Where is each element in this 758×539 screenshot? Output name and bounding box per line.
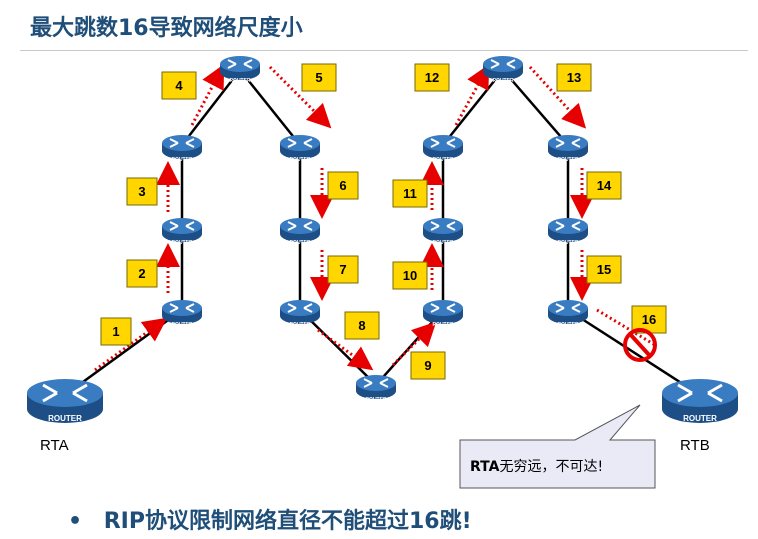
svg-text:ROUTER: ROUTER	[557, 157, 579, 163]
callout-bubble	[459, 404, 656, 489]
hop-box: 4	[161, 71, 197, 100]
svg-text:ROUTER: ROUTER	[492, 78, 514, 84]
router-icon: ROUTER	[161, 299, 203, 328]
svg-text:9: 9	[424, 358, 431, 373]
hop-box: 9	[410, 351, 446, 380]
network-links	[64, 67, 701, 397]
hop-box: 14	[586, 171, 622, 200]
svg-text:ROUTER: ROUTER	[289, 322, 311, 328]
hop-box: 8	[344, 311, 380, 340]
svg-text:ROUTER: ROUTER	[171, 322, 193, 328]
hop-boxes: 1 2 3 4 5 6 7 8 9 10 11 12 13 14 15 16	[100, 63, 667, 380]
router-icon: ROUTER	[422, 134, 464, 163]
svg-text:13: 13	[567, 70, 581, 85]
rtb-label: RTB	[680, 437, 710, 454]
hop-box: 6	[327, 171, 359, 200]
router-icon: ROUTER	[482, 55, 524, 84]
svg-text:ROUTER: ROUTER	[171, 157, 193, 163]
rtb-router-icon: ROUTER	[660, 377, 740, 425]
callout-text: RTA无穷远，不可达!	[470, 459, 604, 475]
svg-text:ROUTER: ROUTER	[432, 322, 454, 328]
router-icon: ROUTER	[161, 134, 203, 163]
hop-box: 5	[301, 63, 337, 92]
bullet-text: RIP协议限制网络直径不能超过16跳!	[103, 509, 472, 534]
svg-text:6: 6	[339, 178, 346, 193]
page-title: 最大跳数16导致网络尺度小	[30, 16, 303, 41]
hop-box: 15	[586, 255, 622, 284]
hop-box: 13	[556, 63, 592, 92]
svg-text:10: 10	[403, 268, 417, 283]
svg-text:3: 3	[138, 184, 145, 199]
svg-text:ROUTER: ROUTER	[289, 157, 311, 163]
router-icon: ROUTER	[355, 374, 397, 403]
bullet-point: • RIP协议限制网络直径不能超过16跳!	[68, 503, 472, 535]
router-icon: ROUTER	[219, 55, 261, 84]
hop-box: 11	[392, 179, 428, 208]
svg-text:14: 14	[597, 178, 612, 193]
svg-text:7: 7	[339, 262, 346, 277]
svg-text:12: 12	[425, 70, 439, 85]
svg-text:15: 15	[597, 262, 611, 277]
router-icon: ROUTER	[547, 134, 589, 163]
rta-label: RTA	[40, 437, 69, 454]
title-divider	[20, 50, 748, 51]
hop-box: 1	[100, 317, 132, 346]
svg-text:ROUTER: ROUTER	[229, 78, 251, 84]
svg-text:2: 2	[138, 266, 145, 281]
router-icon: ROUTER	[547, 299, 589, 328]
router-icon: ROUTER	[279, 217, 321, 246]
bullet-mark: •	[68, 509, 83, 534]
svg-text:1: 1	[112, 324, 119, 339]
svg-text:16: 16	[642, 312, 656, 327]
router-icon: ROUTER	[279, 299, 321, 328]
routers: ROUTER ROUTER ROUTER ROUTER ROUTER ROUTE…	[25, 55, 740, 425]
hop-box: 2	[126, 259, 158, 288]
svg-text:5: 5	[315, 70, 322, 85]
svg-text:ROUTER: ROUTER	[432, 240, 454, 246]
hop-box: 12	[414, 63, 450, 92]
router-icon: ROUTER	[422, 217, 464, 246]
svg-text:ROUTER: ROUTER	[683, 414, 717, 423]
svg-text:ROUTER: ROUTER	[171, 240, 193, 246]
svg-text:4: 4	[175, 78, 183, 93]
svg-text:ROUTER: ROUTER	[48, 414, 82, 423]
svg-text:ROUTER: ROUTER	[557, 322, 579, 328]
rta-router-icon: ROUTER	[25, 377, 105, 425]
router-icon: ROUTER	[547, 217, 589, 246]
router-icon: ROUTER	[279, 134, 321, 163]
svg-text:ROUTER: ROUTER	[289, 240, 311, 246]
hop-box: 3	[126, 177, 158, 206]
svg-text:11: 11	[403, 186, 417, 201]
svg-text:ROUTER: ROUTER	[557, 240, 579, 246]
hop-box: 10	[392, 261, 428, 290]
svg-text:ROUTER: ROUTER	[365, 397, 387, 403]
svg-text:ROUTER: ROUTER	[432, 157, 454, 163]
hop-box: 7	[327, 255, 359, 284]
router-icon: ROUTER	[161, 217, 203, 246]
unreachable-block-icon	[623, 328, 657, 362]
hop-arrows	[94, 64, 656, 372]
svg-text:8: 8	[358, 318, 365, 333]
router-icon: ROUTER	[422, 299, 464, 328]
